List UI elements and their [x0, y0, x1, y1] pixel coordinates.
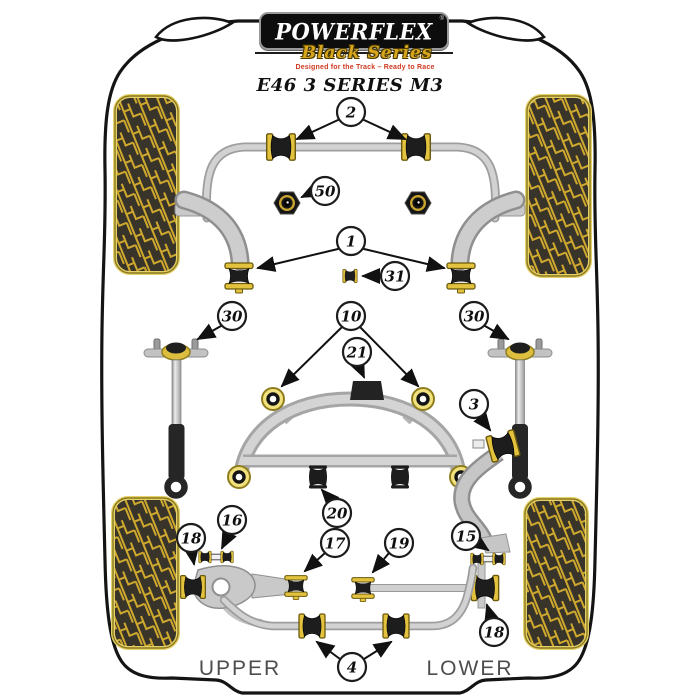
callout-2-number: 2 — [345, 104, 356, 122]
callout-18-left-number: 18 — [181, 530, 202, 548]
diff-mount-bush — [350, 381, 384, 400]
callout-15: 15 — [450, 520, 490, 552]
callout-4: 4 — [315, 640, 393, 683]
shock-absorber-left — [143, 338, 209, 499]
callout-50: 50 — [300, 175, 341, 207]
callout-18-right-number: 18 — [484, 624, 505, 642]
callout-16-number: 16 — [222, 512, 243, 530]
callout-10: 10 — [280, 300, 420, 388]
callout-15-number: 15 — [456, 528, 477, 546]
callout-21-number: 21 — [346, 344, 368, 362]
page-title: E46 3 SERIES M3 — [256, 75, 444, 96]
callout-2: 2 — [295, 96, 407, 140]
callout-19-number: 19 — [389, 535, 410, 553]
callout-30-left-number: 30 — [222, 308, 243, 326]
callout-1-number: 1 — [346, 233, 356, 251]
callout-3: 3 — [458, 388, 492, 432]
registered-mark: ® — [439, 16, 444, 22]
callout-31-number: 31 — [385, 268, 406, 286]
callout-10-number: 10 — [341, 308, 362, 326]
right-mirror — [465, 16, 546, 42]
callout-18-left: 18 — [175, 522, 207, 566]
callout-20-number: 20 — [326, 505, 348, 523]
series-name: Black Series — [301, 43, 433, 63]
lower-label: LOWER — [426, 657, 513, 680]
front-control-arm-left — [174, 190, 250, 271]
callout-16: 16 — [216, 504, 248, 550]
callout-30-left: 30 — [196, 300, 248, 340]
callout-17-number: 17 — [325, 535, 346, 553]
rear-toe-arm — [369, 584, 479, 592]
subframe-bush-rear-left — [226, 464, 252, 490]
left-mirror — [154, 16, 235, 42]
callout-20: 20 — [320, 488, 353, 529]
powerflex-logo-box: POWERFLEX ® — [259, 12, 449, 50]
logo-tagline: Designed for the Track – Ready to Race — [295, 64, 435, 71]
callout-31: 31 — [361, 260, 411, 292]
series-strike-line — [255, 52, 453, 54]
callout-17: 17 — [303, 527, 351, 573]
tire-front-right — [525, 94, 592, 278]
callout-30-right: 30 — [458, 300, 510, 340]
tire-front-left — [113, 94, 180, 275]
rear-anti-roll-bar — [219, 563, 478, 631]
tire-rear-right — [523, 497, 589, 650]
callout-50-number: 50 — [315, 183, 336, 201]
callout-19: 19 — [371, 527, 415, 574]
callout-30-right-number: 30 — [464, 308, 485, 326]
front-anti-roll-bar — [201, 142, 501, 223]
callouts: 2 50 1 31 30 10 — [175, 96, 510, 683]
front-control-arm-right — [450, 190, 526, 271]
callout-3-number: 3 — [469, 396, 479, 414]
upper-label: UPPER — [199, 657, 281, 680]
powerflex-logo: POWERFLEX ® Black Series Designed for th… — [255, 12, 453, 71]
subframe-bush-front-left — [260, 386, 286, 412]
brand-name: POWERFLEX — [275, 17, 433, 45]
callout-18-right: 18 — [478, 603, 510, 648]
tire-rear-left — [111, 496, 180, 650]
callout-21: 21 — [341, 336, 373, 379]
callout-4-number: 4 — [347, 659, 357, 677]
subframe-bush-front-right — [410, 386, 436, 412]
black-series-row: Black Series — [255, 43, 453, 63]
callout-1: 1 — [256, 225, 446, 272]
